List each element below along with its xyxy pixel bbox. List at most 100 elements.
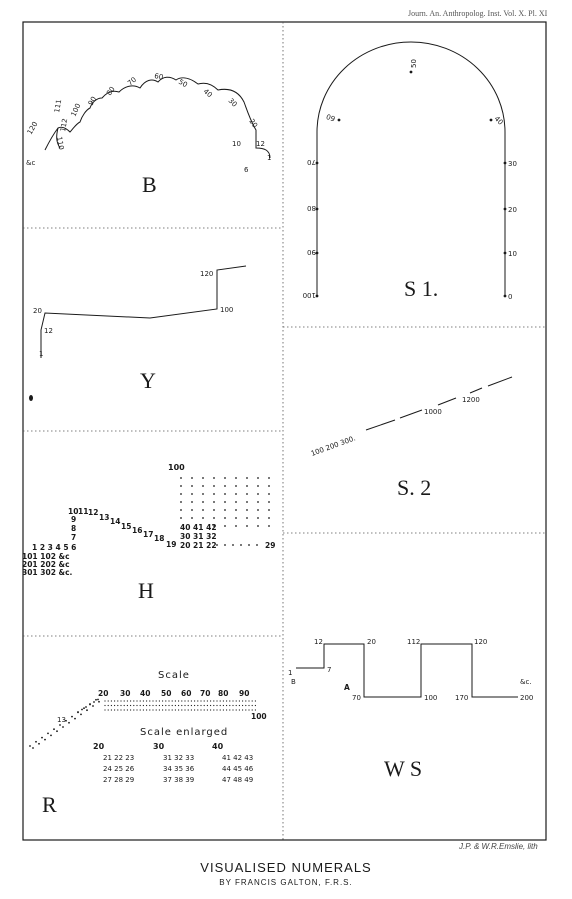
r-scale-dot <box>254 700 256 702</box>
h-chain-12: 12 <box>88 508 98 517</box>
r-scale-dot <box>206 704 208 707</box>
panel-b-letter: B <box>142 172 157 197</box>
h-row-dot <box>232 544 234 546</box>
h-grid-dot <box>202 477 204 479</box>
r-scale-dot <box>104 704 106 707</box>
panel-dividers <box>23 22 546 840</box>
r-head-20: 20 <box>93 742 105 751</box>
r-scale-dot <box>235 704 237 707</box>
r-trail-dot <box>77 711 79 713</box>
h-grid-dot <box>191 493 193 495</box>
h-grid-dot <box>268 517 270 519</box>
r-trail-dot <box>38 742 40 745</box>
h-grid-dot <box>235 485 237 487</box>
r-trail-dot <box>32 747 34 749</box>
r-scale-dot <box>216 700 218 702</box>
r-head-30: 30 <box>153 742 165 751</box>
r-scale-dot <box>142 709 144 711</box>
b-label-40: 40 <box>202 87 214 99</box>
r-scale-dot <box>168 700 170 702</box>
h-grid-dot <box>246 517 248 519</box>
s1-label-10: 10 <box>508 250 517 258</box>
ws-label-120: 120 <box>474 638 487 646</box>
h-grid-dot <box>257 485 259 487</box>
r-scale-title: Scale <box>158 670 190 681</box>
panel-y-letter: Y <box>140 368 156 393</box>
panel-s2-form <box>365 376 513 431</box>
r-scale-dot <box>117 700 119 702</box>
panel-ws-labels: 1 B 7 12 A 20 70 100 112 120 170 &c. 200 <box>288 638 533 702</box>
r-scale-dot <box>254 704 256 707</box>
h-grid-row-30: 30 31 32 <box>180 532 217 541</box>
h-grid-dot <box>246 509 248 511</box>
r-scale-dot <box>200 704 202 707</box>
r-scale-dot <box>210 700 212 702</box>
r-scale-dot <box>219 704 221 707</box>
r-scale-dot <box>248 709 250 711</box>
h-grid-dot <box>191 509 193 511</box>
r-row2-b: 34 35 36 <box>163 765 195 773</box>
r-scale-dot <box>165 704 167 707</box>
b-label-112: 112 <box>59 118 69 133</box>
r-scale-dot <box>238 704 240 707</box>
b-label-12: 12 <box>256 140 265 148</box>
r-scale-dot <box>190 700 192 702</box>
panel-b-labels: 1 6 12 10 20 30 40 50 60 70 80 90 100 11… <box>26 72 272 174</box>
r-scale-dot <box>213 704 215 707</box>
h-row-dot <box>224 544 226 546</box>
h-chain-11: 11 <box>78 507 88 516</box>
h-grid-dot <box>224 509 226 511</box>
r-scale-dot <box>210 709 212 711</box>
h-dot-grid <box>180 477 270 546</box>
ws-label-100: 100 <box>424 694 437 702</box>
h-grid-dot <box>268 525 270 527</box>
h-chain-13: 13 <box>99 513 109 522</box>
r-row3-c: 47 48 49 <box>222 776 253 784</box>
r-scale-dot <box>203 700 205 702</box>
r-row1-a: 21 22 23 <box>103 754 134 762</box>
r-scale-dot <box>187 704 189 707</box>
plate-frame <box>22 21 547 841</box>
b-label-20: 20 <box>247 118 259 130</box>
r-scale-dot <box>216 709 218 711</box>
r-scale-dot <box>216 704 218 707</box>
r-scale-dot <box>178 709 180 711</box>
r-scale-dot <box>178 700 180 702</box>
h-grid-dot <box>213 525 215 527</box>
s1-label-30: 30 <box>508 160 517 168</box>
r-scale-dot <box>197 709 199 711</box>
r-scale-50: 50 <box>161 689 171 698</box>
r-scale-dot <box>181 700 183 702</box>
r-scale-dot <box>229 700 231 702</box>
b-label-110: 110 <box>55 136 65 151</box>
h-label-100: 100 <box>168 463 185 472</box>
h-grid-dot <box>213 485 215 487</box>
r-scale-dot <box>232 704 234 707</box>
r-row2-c: 44 45 46 <box>222 765 254 773</box>
r-trail-dot <box>97 698 99 701</box>
s1-ticks <box>315 70 507 298</box>
r-scale-dot <box>226 709 228 711</box>
r-trail-dot <box>44 738 46 741</box>
h-grid-dot <box>224 517 226 519</box>
r-scale-dot <box>238 700 240 702</box>
r-trail-dot <box>95 698 97 701</box>
b-label-120: 120 <box>26 120 40 136</box>
h-grid-dot <box>268 493 270 495</box>
r-scale-60: 60 <box>181 689 191 698</box>
r-scale-dot <box>174 709 176 711</box>
panel-h-letter: H <box>138 578 154 603</box>
h-left-row-1: 101 102 &c <box>22 552 70 561</box>
r-scale-dot <box>235 700 237 702</box>
r-scale-dot <box>174 704 176 707</box>
ws-label-200: 200 <box>520 694 533 702</box>
h-left-row-2: 201 202 &c <box>22 560 70 569</box>
r-scale-dot <box>123 709 125 711</box>
r-scale-dot <box>158 700 160 702</box>
h-grid-dot <box>213 501 215 503</box>
h-grid-dot <box>268 509 270 511</box>
r-scale-dot <box>139 704 141 707</box>
r-scale-20: 20 <box>98 689 108 698</box>
r-scale-dot <box>139 709 141 711</box>
r-trail-dot <box>62 726 64 728</box>
